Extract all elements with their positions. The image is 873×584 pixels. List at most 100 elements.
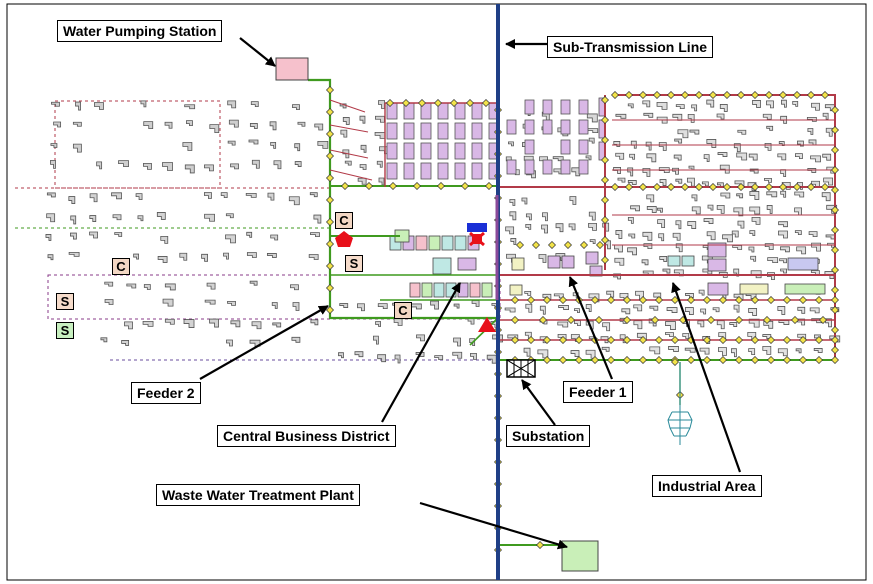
feeder-node — [819, 316, 827, 324]
feeder-node — [751, 296, 759, 304]
building — [184, 164, 195, 174]
feeder-node — [623, 316, 631, 324]
feeder-node — [831, 186, 839, 194]
feeder-node — [639, 336, 647, 344]
building — [410, 303, 422, 310]
building — [143, 162, 152, 170]
building — [777, 153, 787, 161]
building — [675, 104, 685, 110]
building — [656, 101, 668, 110]
residential-block — [454, 162, 466, 180]
building — [687, 114, 695, 123]
building — [766, 100, 774, 109]
feeder-node — [625, 183, 633, 191]
building — [614, 244, 623, 253]
building — [553, 293, 564, 299]
feeder-node — [735, 336, 743, 344]
building — [45, 234, 52, 241]
commercial-block — [409, 282, 421, 298]
feeder-node — [527, 336, 535, 344]
building — [627, 103, 634, 109]
building — [628, 233, 636, 239]
feeder-node — [485, 182, 493, 190]
lateral — [329, 99, 366, 113]
building — [748, 153, 758, 161]
building — [719, 104, 728, 112]
building — [344, 160, 352, 166]
feeder-node — [559, 336, 567, 344]
building — [525, 303, 533, 313]
pump-icon — [467, 223, 487, 247]
building — [691, 104, 698, 112]
feeder-node — [580, 241, 588, 249]
industrial-block — [787, 257, 819, 271]
building — [523, 347, 531, 357]
substation-label: Substation — [506, 425, 591, 447]
feeder-node — [601, 216, 609, 224]
feeder-node — [639, 91, 647, 99]
lateral — [329, 169, 373, 181]
building — [689, 129, 700, 135]
building — [733, 304, 740, 313]
building — [621, 308, 631, 315]
building — [273, 160, 282, 170]
feeder-node — [751, 336, 759, 344]
building — [627, 247, 637, 256]
building — [394, 354, 401, 364]
building — [633, 304, 643, 312]
building — [794, 191, 805, 198]
building — [201, 253, 208, 262]
building — [525, 223, 532, 230]
building — [796, 246, 807, 255]
feeder-node — [559, 356, 567, 364]
building — [162, 298, 174, 307]
building — [70, 215, 77, 225]
commercial-block — [433, 282, 445, 298]
residential-block — [420, 122, 432, 140]
school-tag: S — [56, 293, 74, 310]
building — [308, 254, 319, 260]
building — [542, 212, 548, 222]
feeder-node — [601, 236, 609, 244]
building — [707, 204, 714, 211]
building — [204, 299, 216, 305]
building — [204, 213, 215, 222]
feeder-node — [783, 296, 791, 304]
building — [230, 163, 239, 170]
building — [657, 219, 666, 229]
feeder-node — [511, 316, 519, 324]
feeder-node — [543, 336, 551, 344]
building — [822, 112, 829, 120]
residential-block — [506, 119, 517, 135]
commercial-block — [469, 282, 481, 298]
building — [764, 143, 772, 151]
industrial-block — [707, 258, 727, 272]
feeder-node — [567, 316, 575, 324]
feeder-node — [326, 86, 334, 94]
building — [731, 230, 739, 238]
residential-block — [454, 102, 466, 120]
feeder-node — [815, 356, 823, 364]
feeder-node — [737, 183, 745, 191]
building — [357, 303, 365, 312]
residential-block — [386, 142, 398, 160]
commercial-block — [421, 282, 433, 298]
building — [230, 320, 241, 328]
building — [633, 320, 643, 330]
building — [557, 321, 569, 328]
building — [314, 123, 324, 131]
building — [794, 230, 802, 236]
building — [574, 308, 580, 314]
feeder-node — [591, 356, 599, 364]
building — [164, 283, 176, 291]
industrial-block — [739, 283, 769, 295]
feeder-node — [815, 296, 823, 304]
building — [569, 196, 577, 205]
building — [100, 337, 108, 343]
building — [452, 351, 463, 359]
feeder-node — [765, 183, 773, 191]
feeder-node — [655, 356, 663, 364]
feeder-node — [386, 99, 394, 107]
building — [574, 320, 581, 327]
